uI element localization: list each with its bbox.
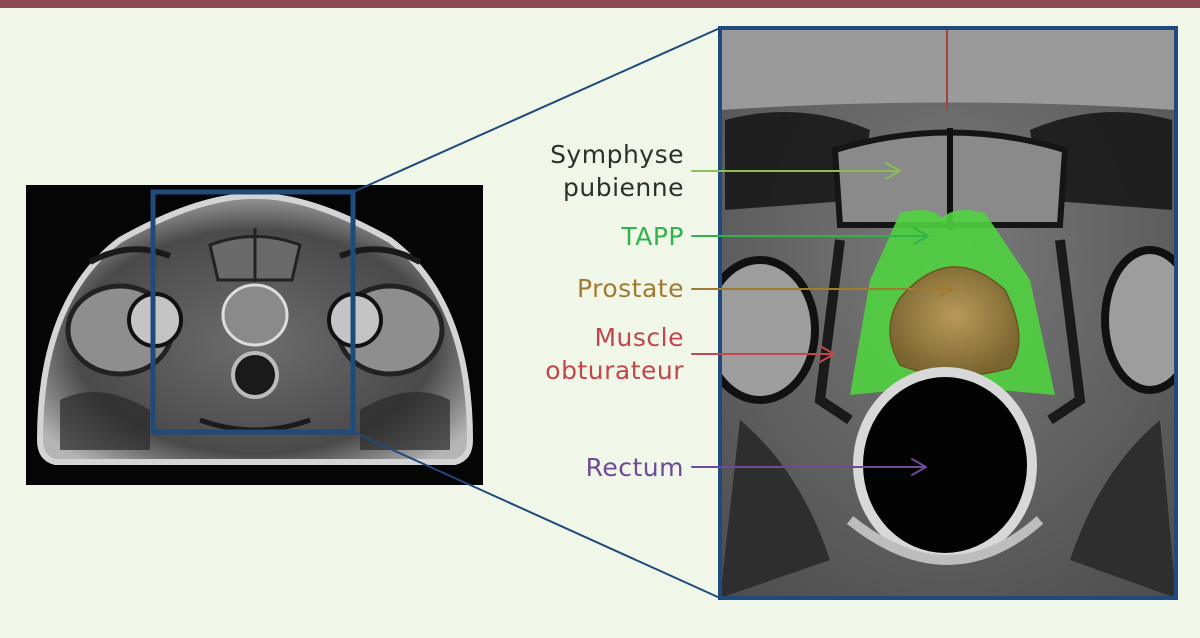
rectum-region (863, 377, 1027, 553)
prostate-label: Prostate (577, 274, 684, 303)
tapp-arrow (691, 227, 929, 245)
symphyse-arrow (691, 162, 901, 180)
muscle-arrow (691, 345, 835, 363)
callout-line-bottom (352, 431, 721, 599)
callout-line-top (352, 27, 721, 193)
tapp-label: TAPP (621, 222, 684, 251)
muscle-label-line1: Muscle (594, 323, 684, 352)
muscle-label-line2: obturateur (545, 356, 684, 385)
symphyse-label-line2: pubienne (563, 173, 684, 202)
overview-mri-image (26, 185, 483, 485)
prostate-arrow (691, 280, 953, 298)
prostate-region (889, 266, 1020, 377)
zoom-region-marker (150, 189, 356, 435)
zoomed-mri-image (718, 26, 1178, 600)
symphyse-label-line1: Symphyse (550, 140, 684, 169)
rectum-arrow (691, 458, 927, 476)
rectum-label: Rectum (585, 453, 684, 482)
zoom-frame (718, 26, 1178, 600)
label-column: Symphyse pubienne TAPP Prostate Muscle o… (480, 0, 684, 638)
header-bar (0, 0, 1200, 8)
